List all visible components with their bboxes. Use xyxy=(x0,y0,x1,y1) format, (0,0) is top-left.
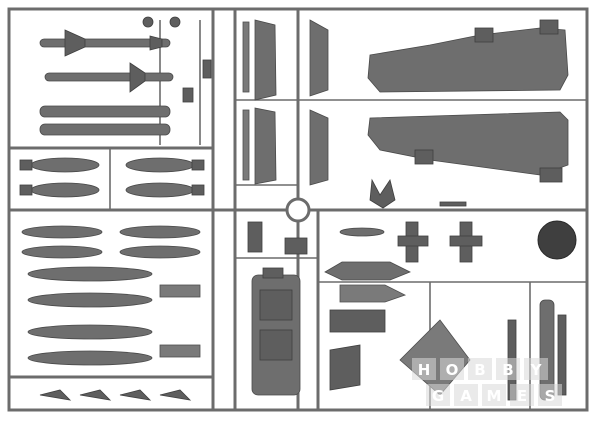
tank-4 xyxy=(27,350,153,366)
small-part-1 xyxy=(142,16,154,28)
watermark-letter: B xyxy=(474,361,485,379)
bomb-3 xyxy=(125,157,205,173)
tank-3 xyxy=(27,324,153,340)
intake-1 xyxy=(254,19,277,101)
small-part-4 xyxy=(202,59,212,79)
pod-4 xyxy=(119,245,201,259)
watermark-letter: B xyxy=(502,361,513,379)
bomb-4 xyxy=(125,182,205,198)
strut-4 xyxy=(557,314,567,396)
cockpit-tub xyxy=(251,267,301,396)
fin-3 xyxy=(119,389,152,401)
intake-3 xyxy=(309,19,329,97)
bracket-2 xyxy=(284,237,308,255)
seat-2 xyxy=(449,221,483,263)
bomb-2 xyxy=(19,182,100,198)
gear-part xyxy=(369,178,396,209)
missile-1 xyxy=(39,29,171,57)
watermark-letter: H xyxy=(418,361,431,379)
fin-2 xyxy=(79,389,112,401)
panel-2 xyxy=(329,309,386,333)
fuselage-half-bottom xyxy=(367,111,569,183)
missile-2 xyxy=(44,62,174,93)
pod-2 xyxy=(119,225,201,239)
watermark-row-2: G A M E S xyxy=(426,384,562,406)
strut-1 xyxy=(242,21,250,93)
pod-1 xyxy=(21,225,103,239)
watermark-letter: E xyxy=(517,387,527,405)
tank-1 xyxy=(27,266,153,282)
seat-1 xyxy=(397,221,429,263)
fin-1 xyxy=(39,389,72,401)
fuel-tank-top-2 xyxy=(39,123,171,136)
watermark: H O B B Y G A M E S xyxy=(412,358,562,406)
fuselage-half-top xyxy=(367,19,569,93)
intake-2 xyxy=(254,107,277,185)
pod-3 xyxy=(21,245,103,259)
bracket-1 xyxy=(247,221,263,253)
bomb-1 xyxy=(19,157,100,173)
sphere-part xyxy=(537,220,577,260)
small-part-3 xyxy=(182,87,194,103)
fuel-tank-top-1 xyxy=(39,105,171,118)
watermark-letter: S xyxy=(545,387,556,405)
wing-part xyxy=(399,319,471,396)
antenna xyxy=(339,227,385,237)
intake-4 xyxy=(309,109,329,186)
rod-1 xyxy=(439,201,467,207)
small-part-2 xyxy=(169,16,181,28)
small-part-5 xyxy=(159,284,201,298)
watermark-letter: G xyxy=(432,387,444,405)
gate-ring xyxy=(285,197,311,223)
fin-4 xyxy=(159,389,192,401)
panel-1 xyxy=(339,284,407,303)
tank-2 xyxy=(27,292,153,308)
watermark-row-1: H O B B Y xyxy=(412,358,548,380)
watermark-letter: M xyxy=(487,387,502,405)
small-part-6 xyxy=(159,344,201,358)
watermark-letter: A xyxy=(460,387,472,405)
watermark-letter: O xyxy=(446,361,459,379)
strut-2 xyxy=(242,109,250,181)
canopy-part xyxy=(324,261,411,281)
watermark-letter: Y xyxy=(530,361,543,379)
panel-3 xyxy=(329,344,361,391)
